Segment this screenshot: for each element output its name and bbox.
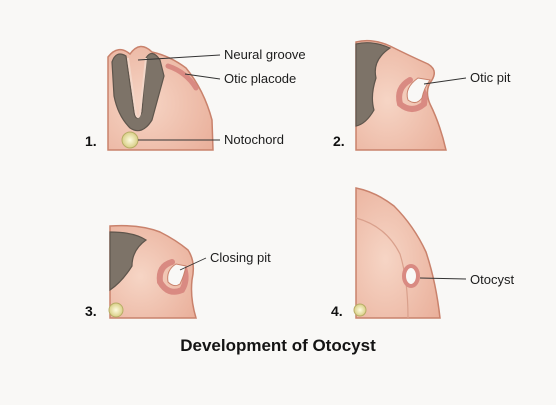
panel-2: Otic pit 2. bbox=[333, 41, 511, 150]
panel-number-4: 4. bbox=[331, 303, 343, 319]
panel-4: Otocyst 4. bbox=[331, 188, 514, 319]
label-notochord: Notochord bbox=[224, 132, 284, 147]
label-closing-pit: Closing pit bbox=[210, 250, 271, 265]
panel-3: Closing pit 3. bbox=[85, 226, 271, 319]
panel-4-notochord bbox=[354, 304, 366, 316]
panel-4-otocyst bbox=[404, 266, 418, 286]
panel-1: Neural groove Otic placode Notochord 1. bbox=[85, 46, 306, 150]
label-otocyst: Otocyst bbox=[470, 272, 514, 287]
label-neural-groove: Neural groove bbox=[224, 47, 306, 62]
panel-1-notochord bbox=[122, 132, 138, 148]
panel-number-1: 1. bbox=[85, 133, 97, 149]
label-otic-pit: Otic pit bbox=[470, 70, 511, 85]
panel-number-3: 3. bbox=[85, 303, 97, 319]
label-otic-placode: Otic placode bbox=[224, 71, 296, 86]
panel-4-tissue bbox=[356, 188, 440, 318]
panel-number-2: 2. bbox=[333, 133, 345, 149]
diagram-title: Development of Otocyst bbox=[0, 336, 556, 356]
panel-3-notochord bbox=[109, 303, 123, 317]
